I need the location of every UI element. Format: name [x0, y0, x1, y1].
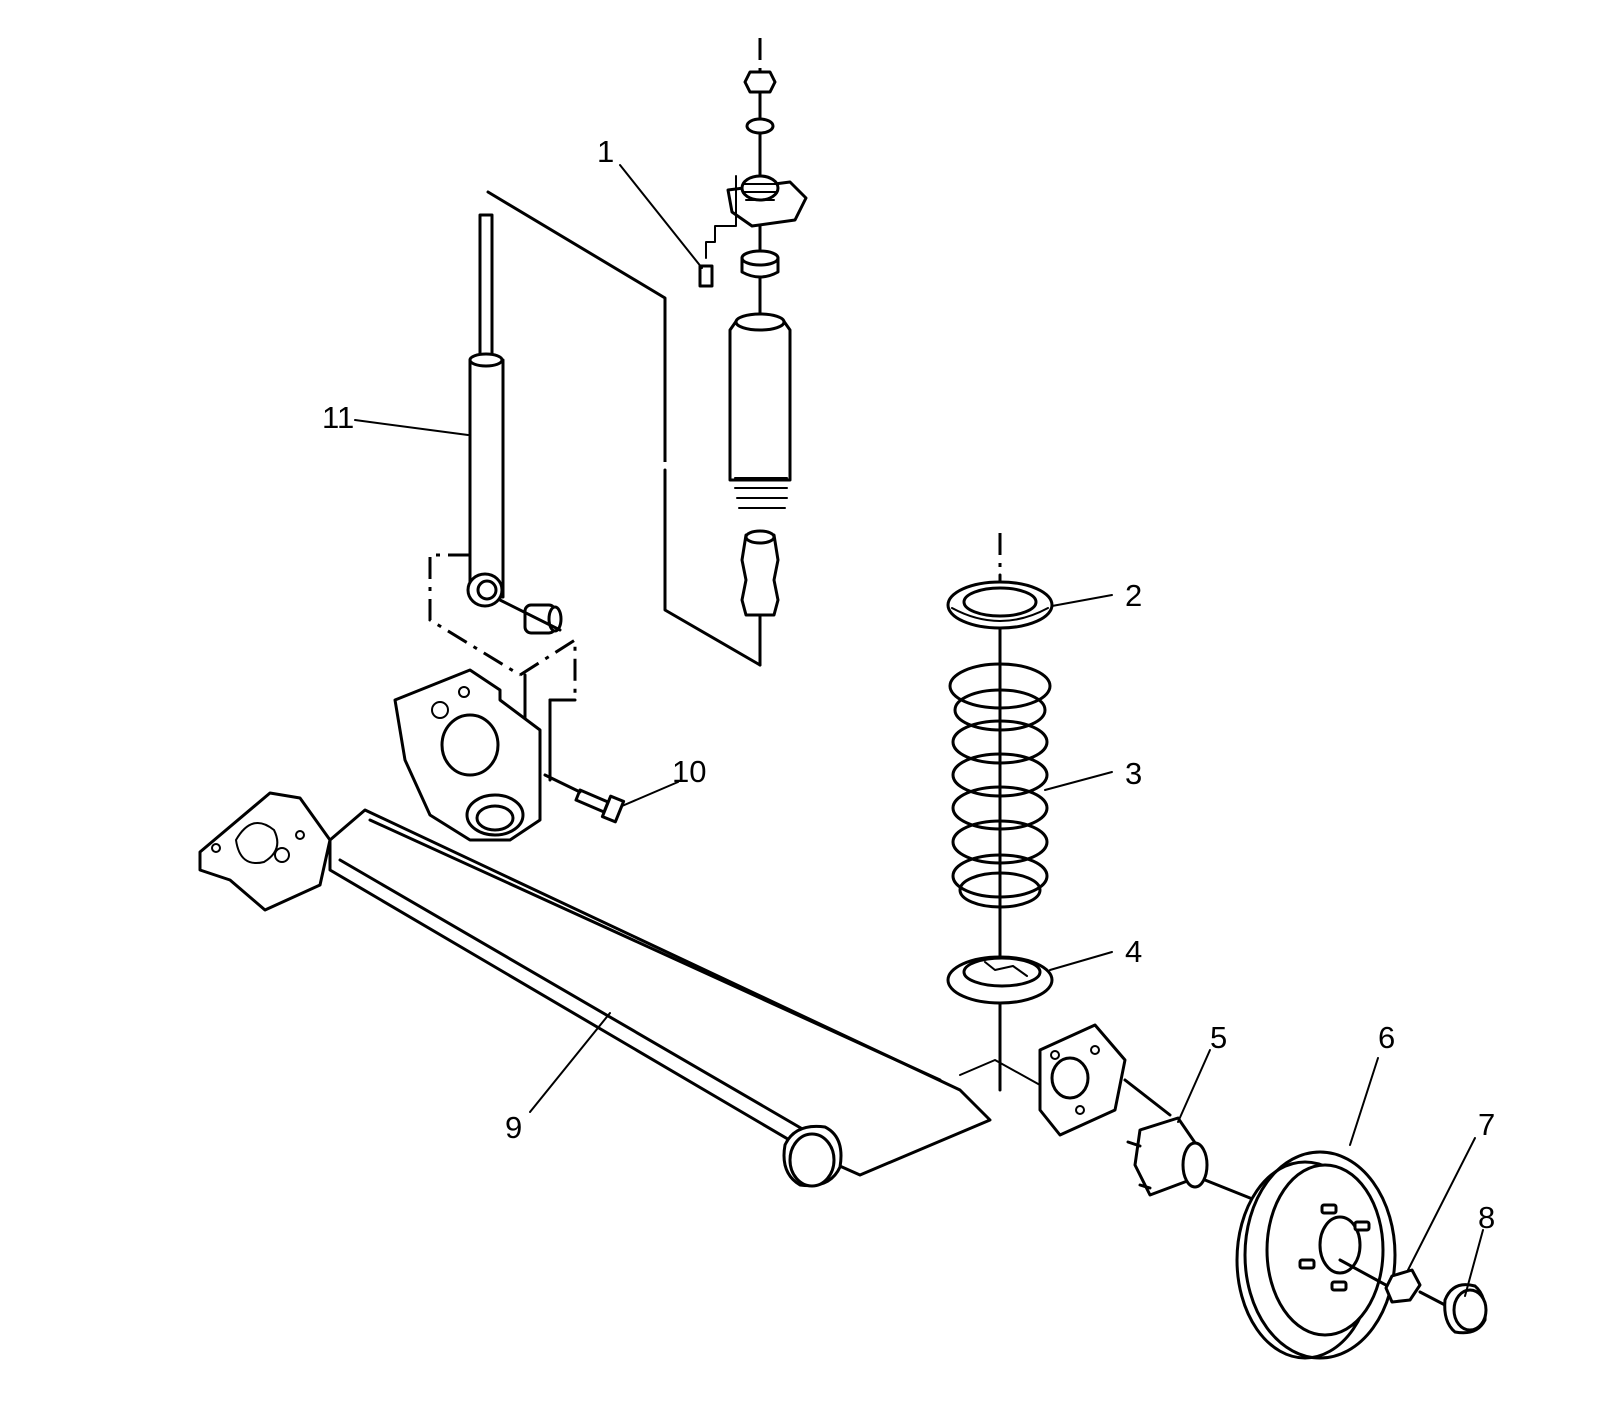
- leader-lines: [354, 164, 1484, 1297]
- strut-dust-boot: [728, 318, 792, 482]
- brake-drum: [1235, 1150, 1397, 1360]
- rear-axle-beam: [198, 668, 1127, 1188]
- spring-upper-insulator: [946, 580, 1054, 630]
- coil-spring: [948, 662, 1052, 909]
- callout-8: 8: [1478, 1200, 1495, 1235]
- callout-9: 9: [505, 1110, 522, 1145]
- shock-absorber: [466, 213, 505, 608]
- strut-mount-assembly: [698, 38, 808, 667]
- strut-bump-stop: [740, 533, 780, 617]
- callout-4: 4: [1125, 934, 1142, 969]
- callout-10: 10: [672, 754, 706, 789]
- callout-1: 1: [597, 134, 614, 169]
- hub-nut: [1384, 1268, 1422, 1304]
- wheel-hub-bearing: [1126, 1116, 1209, 1197]
- strut-washer: [745, 117, 775, 135]
- strut-mount-bolt: [698, 264, 714, 288]
- callout-6: 6: [1378, 1020, 1395, 1055]
- shock-to-mount-leader: [486, 190, 667, 442]
- shock-mount-bolt: [574, 788, 610, 814]
- callout-2: 2: [1125, 578, 1142, 613]
- hub-dust-cap: [1443, 1283, 1488, 1335]
- coil-spring-assembly: [946, 533, 1054, 1092]
- left-axle-mount-bracket: [198, 791, 332, 912]
- callout-3: 3: [1125, 756, 1142, 791]
- spring-lower-insulator: [946, 955, 1054, 1005]
- callout-11: 11: [322, 400, 354, 435]
- callout-7: 7: [1478, 1107, 1495, 1142]
- callout-5: 5: [1210, 1020, 1227, 1055]
- strut-top-nut: [743, 70, 777, 94]
